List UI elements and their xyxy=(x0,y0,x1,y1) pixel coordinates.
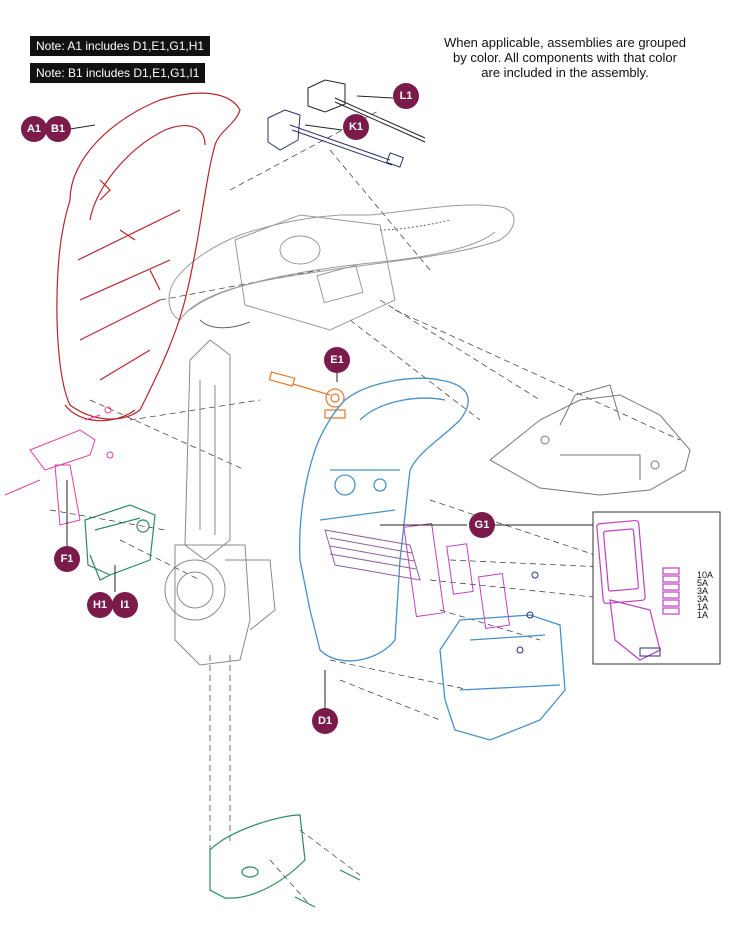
harness-and-fuse-board xyxy=(324,522,539,654)
tiller-handlebar xyxy=(168,204,515,331)
mount-bracket-pink xyxy=(4,406,114,526)
caption-line-3: are included in the assembly. xyxy=(481,65,649,80)
lower-shroud-blue xyxy=(299,377,566,741)
fuse-rating-4: 3A xyxy=(697,594,709,604)
fuse-rating-5: 1A xyxy=(697,602,709,612)
note-b1: Note: B1 includes D1,E1,G1,I1 xyxy=(30,63,206,83)
callout-h1[interactable]: H1 xyxy=(87,592,113,618)
fuse-rating-2: 5A xyxy=(697,578,709,588)
callout-leaders xyxy=(66,95,593,708)
callout-k1[interactable]: K1 xyxy=(343,114,369,140)
note-a1: Note: A1 includes D1,E1,G1,H1 xyxy=(30,36,211,56)
fuse-board-inset xyxy=(592,511,721,665)
callout-f1[interactable]: F1 xyxy=(54,546,80,572)
callout-l1[interactable]: L1 xyxy=(393,83,419,109)
fuse-rating-3: 3A xyxy=(697,586,709,596)
tiller-stem xyxy=(164,339,276,666)
rear-cover-gray xyxy=(489,384,691,496)
callout-g1[interactable]: G1 xyxy=(469,512,495,538)
callout-e1[interactable]: E1 xyxy=(324,347,350,373)
fuse-rating-6: 1A xyxy=(697,610,709,620)
callout-b1[interactable]: B1 xyxy=(45,116,71,142)
charger-port-navy xyxy=(267,109,404,168)
caption-line-1: When applicable, assemblies are grouped xyxy=(443,35,687,50)
key-switch-part xyxy=(307,79,426,143)
fuse-holder-orange xyxy=(268,371,346,419)
callout-a1[interactable]: A1 xyxy=(21,116,47,142)
bottom-cover-green xyxy=(209,814,361,908)
front-shroud-red xyxy=(56,92,241,422)
caption-line-2: by color. All components with that color xyxy=(452,50,677,65)
callout-i1[interactable]: I1 xyxy=(112,592,138,618)
fuse-rating-1: 10A xyxy=(697,570,714,580)
color-grouping-caption: When applicable, assemblies are grouped … xyxy=(405,35,725,80)
side-bracket-green xyxy=(84,504,156,581)
callout-d1[interactable]: D1 xyxy=(312,708,338,734)
assembly-dashed-lines xyxy=(49,109,681,906)
